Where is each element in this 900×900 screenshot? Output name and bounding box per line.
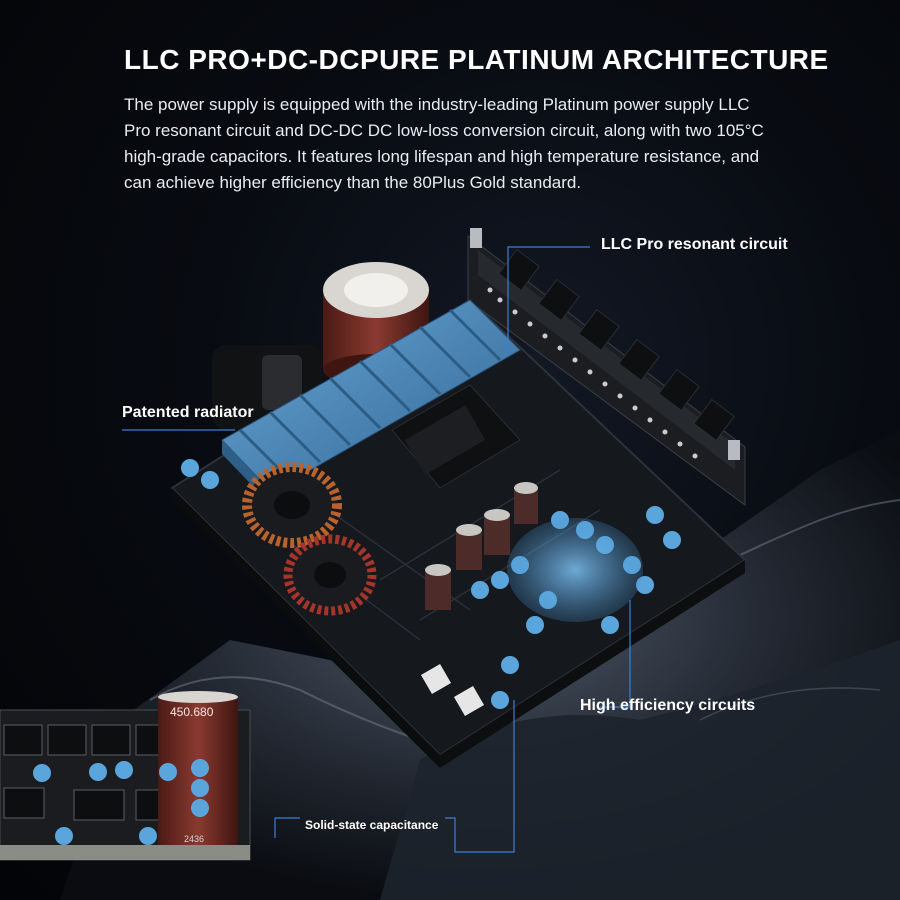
- small-capacitors: [425, 482, 538, 610]
- efficiency-callout-line: [600, 600, 631, 708]
- solid-cap-bracket-line: [445, 700, 515, 853]
- llc-callout-line: [507, 246, 590, 355]
- callout-patented-radiator: Patented radiator: [122, 404, 254, 421]
- white-connectors: [420, 663, 485, 717]
- inset-modular-board: 450.680 2436: [0, 691, 251, 861]
- callout-solid-state-capacitance: Solid-state capacitance: [305, 818, 439, 832]
- description-paragraph: The power supply is equipped with the in…: [124, 95, 764, 192]
- board-code-label: 2436: [184, 834, 204, 844]
- callout-lines: [122, 246, 631, 853]
- toroid-coils: [242, 462, 377, 616]
- connector-board: [467, 228, 746, 506]
- transformer: [391, 384, 521, 489]
- solid-cap-callout-line: [274, 817, 300, 838]
- efficiency-highlight: [507, 518, 643, 622]
- callout-high-efficiency-circuits: High efficiency circuits: [580, 697, 756, 714]
- page-title: LLC PRO+DC-DCPURE PLATINUM ARCHITECTURE: [124, 44, 829, 75]
- callout-llc-pro-resonant-circuit: LLC Pro resonant circuit: [601, 236, 788, 253]
- capacitor-value-label: 450.680: [170, 705, 214, 719]
